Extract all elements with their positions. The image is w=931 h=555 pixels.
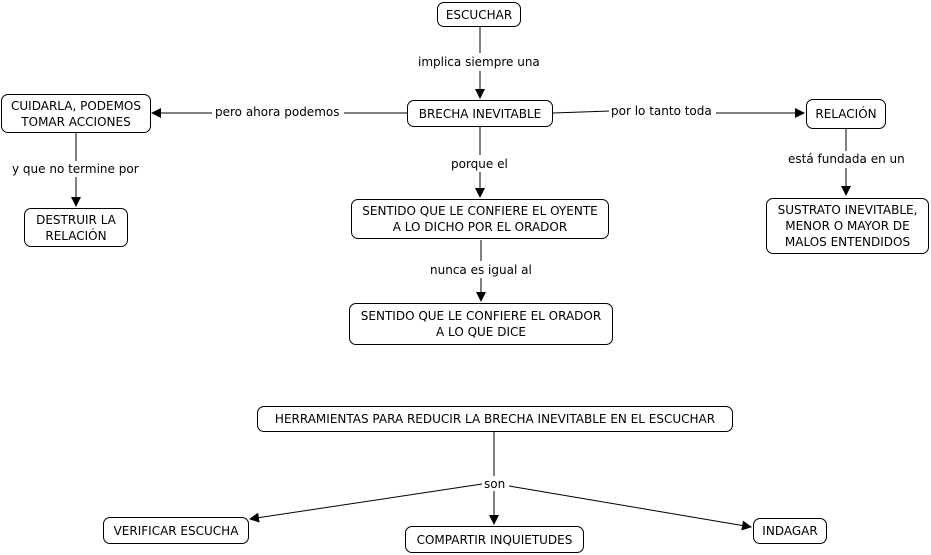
node-indagar[interactable]: INDAGAR [753,518,827,544]
node-sustrato-inevitable[interactable]: SUSTRATO INEVITABLE, MENOR O MAYOR DE MA… [766,198,929,254]
link-label-por-lo-tanto: por lo tanto toda [609,104,714,118]
node-herramientas[interactable]: HERRAMIENTAS PARA REDUCIR LA BRECHA INEV… [257,406,733,432]
node-sentido-orador[interactable]: SENTIDO QUE LE CONFIERE EL ORADOR A LO Q… [349,303,613,345]
node-sentido-oyente[interactable]: SENTIDO QUE LE CONFIERE EL OYENTE A LO D… [351,199,609,239]
node-compartir-inquietudes[interactable]: COMPARTIR INQUIETUDES [405,526,584,553]
connector-son-verificar [249,483,483,523]
node-cuidarla[interactable]: CUIDARLA, PODEMOS TOMAR ACCIONES [1,94,151,133]
link-label-esta-fundada: está fundada en un [786,152,907,166]
node-relacion[interactable]: RELACIÓN [806,99,886,129]
node-verificar-escucha[interactable]: VERIFICAR ESCUCHA [103,517,249,544]
link-label-porque-el: porque el [449,157,510,171]
connector-son-indagar [508,485,752,531]
connector-brecha-porlotanto [552,110,611,114]
node-destruir-relacion[interactable]: DESTRUIR LA RELACIÓN [24,208,128,247]
link-label-son: son [482,477,508,491]
link-label-nunca-es-igual: nunca es igual al [428,263,534,277]
link-label-implica: implica siempre una [416,55,542,69]
link-label-pero-ahora: pero ahora podemos [213,105,342,119]
link-label-y-que-no: y que no termine por [10,162,141,176]
node-brecha-inevitable[interactable]: BRECHA INEVITABLE [407,100,553,127]
node-escuchar[interactable]: ESCUCHAR [437,2,521,27]
